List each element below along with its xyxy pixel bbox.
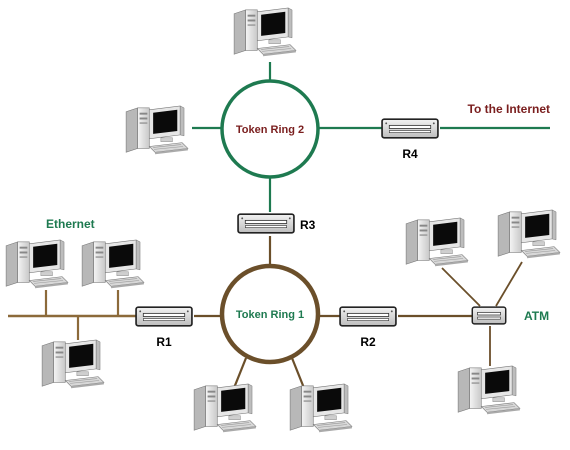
- link-ring1-pc-bottom-right: [290, 357, 306, 389]
- router-r1: [135, 306, 193, 327]
- router-r4: [381, 118, 439, 139]
- desktop-computer-icon: [497, 209, 561, 259]
- desktop-computer-icon: [41, 339, 105, 389]
- router-r2: [339, 306, 397, 327]
- desktop-computer-icon: [81, 239, 145, 289]
- router-r3: [237, 213, 295, 234]
- router-r4-label: R4: [402, 147, 418, 161]
- internet-label: To the Internet: [468, 102, 550, 116]
- atm-switch-icon: [471, 306, 507, 325]
- token-ring-1-label: Token Ring 1: [236, 309, 304, 321]
- link-ring1-pc-bottom-left: [232, 357, 248, 389]
- desktop-computer-icon: [233, 7, 297, 57]
- desktop-computer-icon: [125, 105, 189, 155]
- token-ring-2-label: Token Ring 2: [236, 124, 304, 136]
- router-r3-label: R3: [300, 218, 316, 232]
- token-ring-1: [219, 263, 321, 365]
- ring1-links: [194, 236, 472, 389]
- desktop-computer-icon: [289, 383, 353, 433]
- atm-link-pc-left: [441, 267, 481, 307]
- router-r2-label: R2: [360, 335, 376, 349]
- desktop-computer-icon: [193, 383, 257, 433]
- token-ring-2: [220, 79, 320, 179]
- atm-link-pc-right: [495, 261, 523, 307]
- router-r1-label: R1: [156, 335, 172, 349]
- desktop-computer-icon: [405, 217, 469, 267]
- desktop-computer-icon: [5, 239, 69, 289]
- atm-links: [441, 261, 523, 366]
- desktop-computer-icon: [457, 365, 521, 415]
- atm-label: ATM: [524, 309, 549, 323]
- ethernet-label: Ethernet: [46, 217, 95, 231]
- ethernet-links: [8, 290, 136, 340]
